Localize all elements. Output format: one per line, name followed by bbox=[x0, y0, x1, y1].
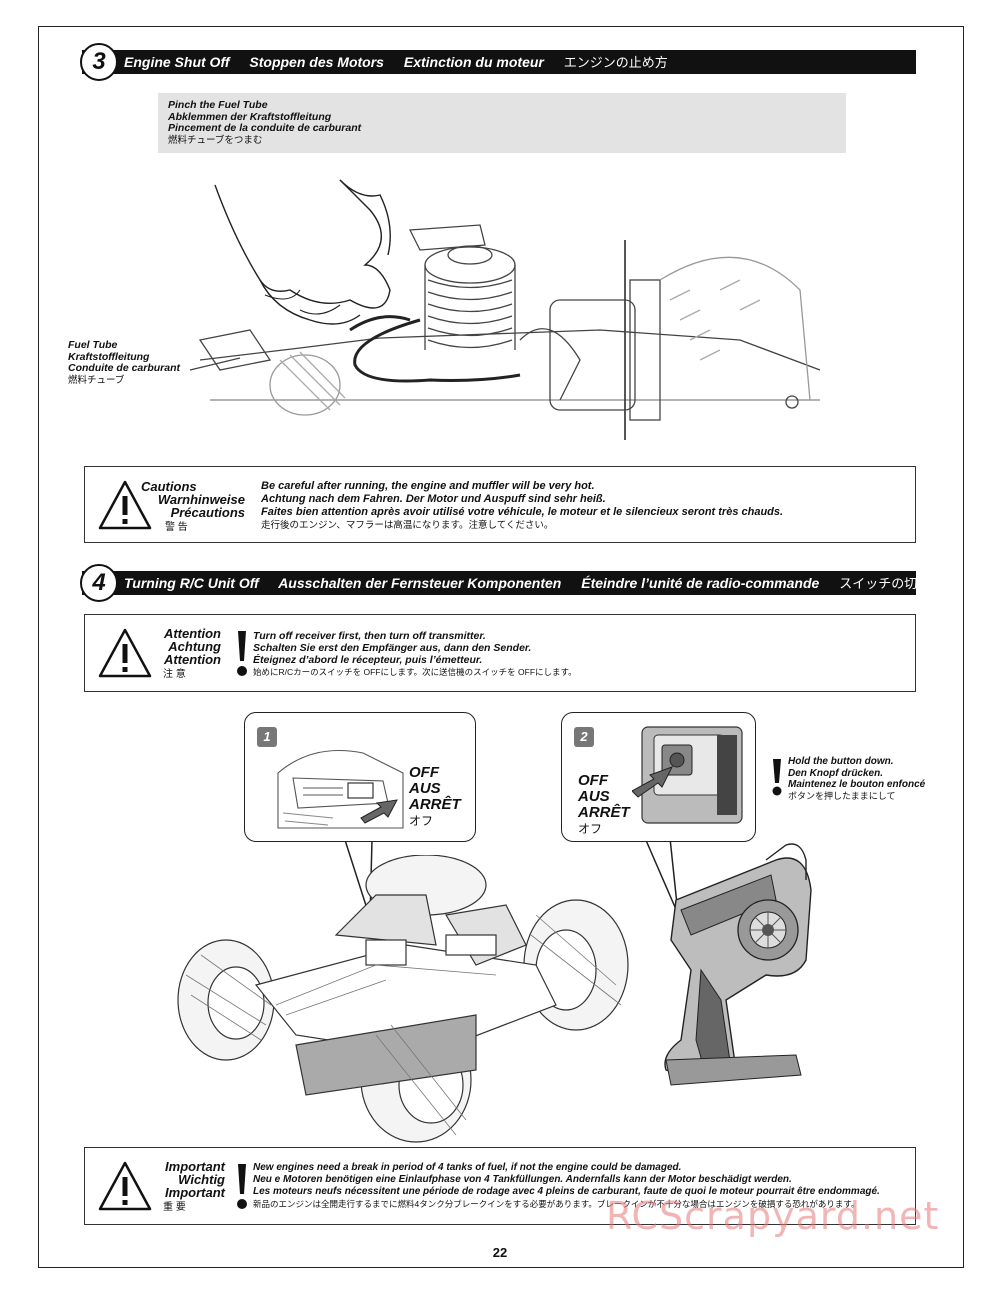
attention-title-fr: Attention bbox=[163, 652, 221, 667]
section-4-title-en: Turning R/C Unit Off bbox=[124, 575, 259, 591]
warning-triangle-icon bbox=[98, 1161, 152, 1211]
exclamation-icon bbox=[237, 1164, 247, 1209]
cautions-de: Achtung nach dem Fahren. Der Motor und A… bbox=[261, 493, 606, 505]
truck-illustration bbox=[177, 855, 629, 1143]
attention-title-jp: 注 意 bbox=[163, 669, 186, 680]
step-1-off-jp: オフ bbox=[409, 814, 434, 828]
transmitter-illustration bbox=[664, 843, 812, 1086]
transmitter-switch-illustration bbox=[632, 726, 743, 824]
attention-title-de: Achtung bbox=[168, 639, 221, 654]
fuel-tube-de: Kraftstoffleitung bbox=[68, 350, 150, 363]
important-titles: Important Wichtig Important 重 要 bbox=[141, 1160, 225, 1214]
important-title-de: Wichtig bbox=[178, 1172, 225, 1187]
section-3-title-fr: Extinction du moteur bbox=[403, 54, 544, 70]
section-3-number: 3 bbox=[80, 43, 118, 81]
cautions-title-en: Cautions bbox=[141, 479, 197, 494]
step-1-off-label: OFF AUS ARRÊT オフ bbox=[409, 765, 461, 829]
step-1-off-en: OFF bbox=[409, 764, 439, 781]
cautions-title-fr: Précautions bbox=[170, 505, 245, 520]
pinch-instruction-box: Pinch the Fuel Tube Abklemmen der Krafts… bbox=[158, 93, 846, 153]
important-text: New engines need a break in period of 4 … bbox=[253, 1162, 880, 1210]
important-title-jp: 重 要 bbox=[163, 1202, 186, 1213]
fuel-tube-label: Fuel Tube Kraftstoffleitung Conduite de … bbox=[68, 339, 181, 386]
section-4-title-de: Ausschalten der Fernsteuer Komponenten bbox=[278, 575, 562, 591]
engine-pinch-illustration bbox=[189, 179, 821, 440]
pinch-fr: Pincement de la conduite de carburant bbox=[168, 122, 362, 134]
callout-step-2: 2 OFF AUS ARRÊT オフ bbox=[561, 712, 756, 842]
hold-jp: ボタンを押したままにして bbox=[788, 790, 896, 801]
warning-triangle-icon bbox=[98, 628, 152, 678]
attention-en: Turn off receiver first, then turn off t… bbox=[253, 630, 486, 642]
important-title-en: Important bbox=[165, 1159, 225, 1174]
watermark: RCScrapyard.net bbox=[606, 1194, 940, 1238]
attention-box: Attention Achtung Attention 注 意 Turn off… bbox=[84, 614, 916, 692]
fuel-tube-en: Fuel Tube bbox=[68, 339, 118, 351]
section-4-title-fr: Éteindre l’unité de radio-commande bbox=[581, 575, 820, 591]
section-3-title-jp: エンジンの止め方 bbox=[563, 55, 668, 70]
step-2-number: 2 bbox=[574, 727, 594, 747]
warning-triangle-icon bbox=[98, 480, 152, 530]
fuel-tube-jp: 燃料チューブ bbox=[68, 374, 125, 386]
section-3-title-de: Stoppen des Motors bbox=[249, 54, 384, 70]
attention-text: Turn off receiver first, then turn off t… bbox=[253, 630, 577, 678]
hold-de: Den Knopf drücken. bbox=[788, 767, 884, 779]
cautions-box: Cautions Warnhinweise Précautions 警 告 Be… bbox=[84, 466, 916, 543]
important-de: Neu e Motoren benötigen eine Einlaufphas… bbox=[253, 1174, 792, 1185]
hold-fr: Maintenez le bouton enfoncé bbox=[788, 779, 926, 790]
step-2-off-en: OFF bbox=[578, 772, 608, 789]
exclamation-icon bbox=[772, 759, 782, 796]
step-2-off-label: OFF AUS ARRÊT オフ bbox=[578, 773, 630, 837]
step-1-off-fr: ARRÊT bbox=[409, 796, 461, 813]
cautions-en: Be careful after running, the engine and… bbox=[261, 480, 595, 492]
section-4-header: Turning R/C Unit Off Ausschalten der Fer… bbox=[82, 571, 943, 595]
pinch-jp: 燃料チューブをつまむ bbox=[168, 134, 263, 146]
step-2-off-de: AUS bbox=[578, 788, 610, 805]
exclamation-icon bbox=[237, 631, 247, 676]
cautions-text: Be careful after running, the engine and… bbox=[261, 480, 783, 532]
cautions-title-jp: 警 告 bbox=[165, 522, 188, 533]
step-1-number: 1 bbox=[257, 727, 277, 747]
attention-de: Schalten Sie erst den Empfänger aus, dan… bbox=[253, 642, 532, 654]
attention-title-en: Attention bbox=[163, 626, 221, 641]
section-3-title-en: Engine Shut Off bbox=[124, 54, 230, 70]
cautions-title-de: Warnhinweise bbox=[157, 492, 245, 507]
section-4-number: 4 bbox=[80, 564, 118, 602]
step-2-off-fr: ARRÊT bbox=[578, 804, 630, 821]
step-2-off-jp: オフ bbox=[578, 822, 603, 836]
important-en: New engines need a break in period of 4 … bbox=[253, 1162, 682, 1173]
important-jp: 新品のエンジンは全開走行するまでに燃料4タンク分ブレークインをする必要があります… bbox=[253, 1199, 860, 1209]
attention-titles: Attention Achtung Attention 注 意 bbox=[141, 627, 221, 681]
cautions-fr: Faites bien attention après avoir utilis… bbox=[261, 506, 784, 518]
pinch-de: Abklemmen der Kraftstoffleitung bbox=[168, 110, 332, 123]
pinch-en: Pinch the Fuel Tube bbox=[168, 99, 268, 111]
cautions-jp: 走行後のエンジン、マフラーは高温になります。注意してください。 bbox=[261, 520, 554, 531]
callout-step-1: 1 OFF AUS ARRÊT オフ bbox=[244, 712, 476, 842]
important-fr: Les moteurs neufs nécessitent une périod… bbox=[253, 1186, 880, 1197]
page-frame bbox=[38, 26, 964, 1268]
page-number: 22 bbox=[492, 1245, 508, 1260]
attention-jp: 始めにR/Cカーのスイッチを OFFにします。次に送信機のスイッチを OFFにし… bbox=[253, 667, 577, 677]
attention-fr: Éteignez d’abord le récepteur, puis l’ém… bbox=[253, 654, 483, 666]
receiver-switch-illustration bbox=[277, 750, 404, 829]
important-title-fr: Important bbox=[165, 1185, 225, 1200]
important-box: Important Wichtig Important 重 要 New engi… bbox=[84, 1147, 916, 1225]
hold-en: Hold the button down. bbox=[788, 756, 894, 767]
step-1-off-de: AUS bbox=[409, 780, 441, 797]
fuel-tube-fr: Conduite de carburant bbox=[68, 362, 181, 374]
section-3-header: Engine Shut Off Stoppen des Motors Extin… bbox=[82, 50, 916, 74]
hold-button-note: Hold the button down. Den Knopf drücken.… bbox=[788, 756, 925, 802]
cautions-titles: Cautions Warnhinweise Précautions 警 告 bbox=[141, 480, 245, 534]
section-4-title-jp: スイッチの切り方 bbox=[839, 576, 944, 591]
